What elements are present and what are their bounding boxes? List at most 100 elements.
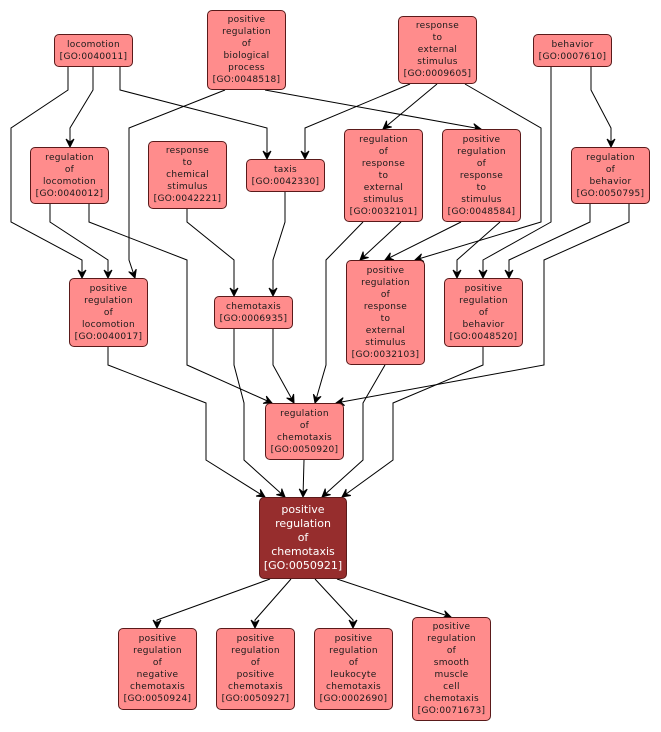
edge-GO0032101-to-GO0050920 [312,221,364,405]
term-name-line: of [64,164,75,175]
term-name-line: positive [334,634,373,644]
term-name-line: chemotaxis [276,432,333,443]
term-name-line: positive [236,670,275,680]
edge-line [128,89,226,279]
term-name-line: regulation [361,277,410,288]
term-id: [GO:0032103] [351,349,420,360]
edge-line [272,329,295,404]
edge-line [341,347,484,498]
term-name-line: of [241,39,252,49]
edge-GO0050921-to-GO0071673 [336,578,453,619]
arrowhead-icon [452,269,462,280]
term-name-line: external [365,325,406,336]
term-name-line: regulation [280,408,329,419]
term-name-line: stimulus [417,57,458,67]
edge-line [456,221,501,278]
term-id: [GO:0042330] [251,176,320,187]
edge-line [107,347,266,498]
edge-line [590,67,612,147]
edge-GO0050795-to-GO0048520 [504,204,591,280]
term-node[interactable]: taxis[GO:0042330] [246,159,325,192]
term-name-line: chemotaxis [423,694,480,704]
edge-GO0009605-to-GO0032101 [382,83,438,130]
arrowhead-icon [312,393,322,405]
term-id: [GO:0040017] [74,331,143,342]
term-name-line: to [432,33,443,43]
edge-line [69,67,94,147]
edge-GO0040017-to-GO0050921 [107,347,266,498]
term-node[interactable]: locomotion[GO:0040011] [54,34,133,67]
edge-GO0050921-to-GO0002690 [314,578,358,630]
term-name-line: positive [464,283,503,294]
term-id: [GO:0050927] [221,694,290,704]
edge-GO0007610-to-GO0050795 [590,67,616,149]
term-name-line: response [165,146,210,156]
term-name-line: of [478,307,489,318]
term-id: [GO:0048584] [447,206,516,217]
term-id: [GO:0048518] [212,75,281,85]
term-name-line: behavior [551,39,594,50]
term-name-line: regulation [586,152,635,163]
term-name-line: response [361,158,406,169]
edge-GO0050921-to-GO0050924 [152,578,271,630]
term-name-line: external [363,182,404,193]
term-name-line: of [299,420,310,431]
arrowhead-icon [606,138,616,149]
arrowhead-icon [65,138,75,149]
arrowhead-icon [250,619,260,630]
edge-GO0050921-to-GO0050927 [250,578,292,630]
term-name-line: regulation [231,646,280,656]
arrowhead-icon [478,269,488,280]
edge-line [302,459,305,498]
term-name-line: smooth [433,658,470,668]
term-name-line: chemotaxis [129,682,186,692]
term-name-line: positive [89,283,128,294]
edge-line [304,83,411,159]
edge-GO0042221-to-GO0006935 [186,209,239,298]
term-name-line: chemotaxis [271,545,335,558]
term-name-line: locomotion [67,39,120,50]
edge-GO0048518-to-GO0048584 [264,89,483,132]
arrowhead-icon [128,268,137,280]
term-name-line: cell [443,682,460,692]
edge-line [264,89,482,130]
arrowhead-icon [341,488,351,498]
edge-line [156,578,271,628]
edge-GO0040011-to-GO0040012 [65,67,94,149]
term-id: [GO:0050795] [576,188,645,199]
term-name-line: response [459,170,504,181]
term-name-line: positive [432,622,471,632]
edge-line [10,67,83,278]
term-name-line: of [103,307,114,318]
term-name-line: muscle [434,670,469,680]
arrowhead-icon [262,150,272,161]
term-name-line: regulation [427,634,476,644]
term-name-line: locomotion [82,319,135,330]
term-id: [GO:0040012] [35,188,104,199]
term-name-line: chemotaxis [225,301,282,312]
edge-GO0050920-to-GO0050921 [298,459,308,499]
term-name-line: response [363,301,408,312]
term-node[interactable]: behavior[GO:0007610] [533,34,612,67]
term-name-line: chemotaxis [325,682,382,692]
arrowhead-icon [298,488,308,499]
term-node[interactable]: chemotaxis[GO:0006935] [214,296,293,329]
term-id: [GO:0007610] [538,51,607,62]
